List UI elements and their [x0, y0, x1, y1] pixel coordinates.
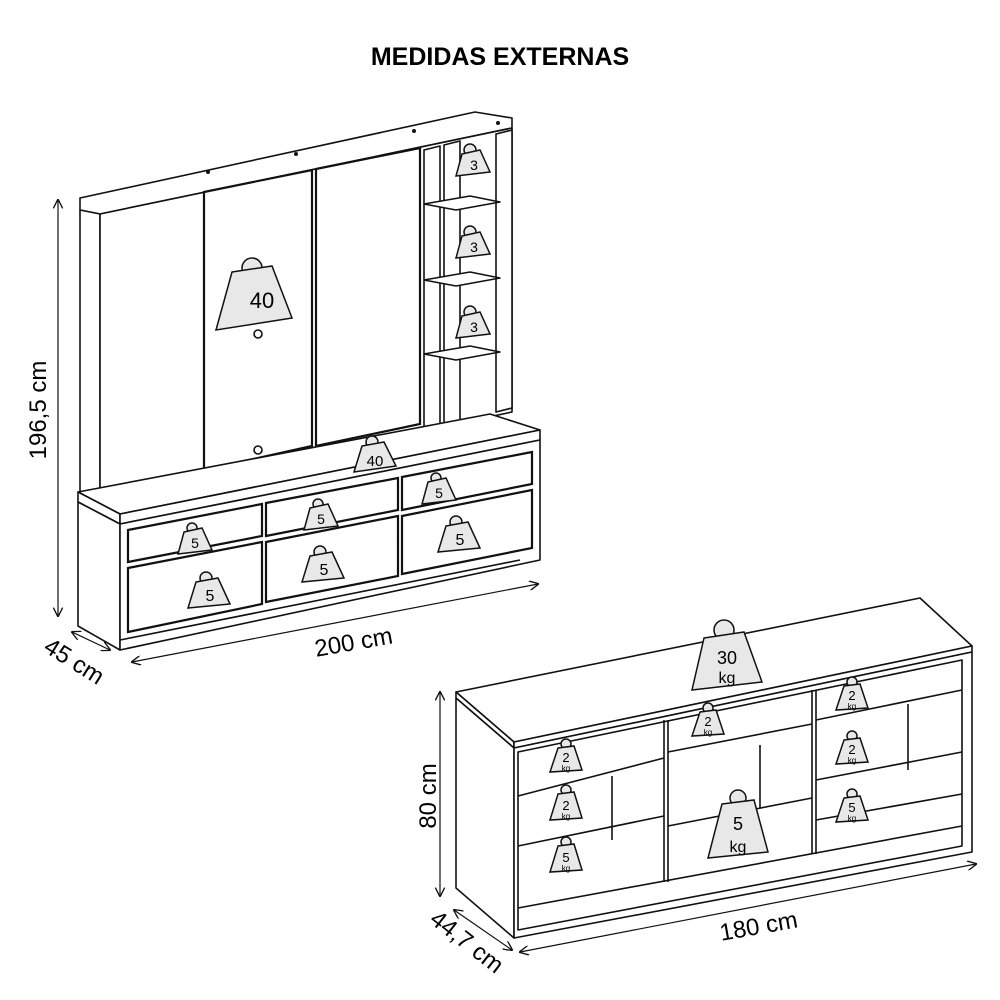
svg-text:5: 5 [191, 535, 199, 551]
rack-height-label: 80 cm [415, 763, 442, 828]
shelf-weight-icon: 3 [454, 305, 492, 339]
svg-text:40: 40 [250, 288, 274, 313]
drawer-weight-icon: 5 [302, 498, 340, 531]
svg-text:3: 3 [470, 319, 478, 335]
shelf-weight-icon: 3 [454, 143, 492, 177]
svg-text:kg: kg [562, 812, 570, 821]
svg-text:3: 3 [470, 157, 478, 173]
rack-shelf-weight-icon: 2 kg [834, 676, 870, 711]
rack-shelf-weight-icon: 2 kg [548, 784, 583, 821]
svg-text:5: 5 [733, 814, 743, 834]
svg-text:5: 5 [435, 485, 443, 501]
rack-depth-dimension-line [454, 910, 512, 950]
rack-width-dimension-line [520, 864, 976, 952]
svg-text:2: 2 [848, 742, 855, 757]
svg-text:5: 5 [848, 800, 855, 815]
rack-top-weight-icon: 30 kg [691, 619, 764, 691]
rack-compartment-weight-icon: 5 kg [707, 789, 769, 859]
drawer-weight-icon: 5 [176, 522, 214, 555]
shelf-weight-icon: 3 [454, 225, 492, 259]
panel-depth-label: 45 cm [39, 633, 109, 691]
svg-text:5: 5 [456, 532, 465, 549]
svg-text:kg: kg [704, 728, 712, 737]
rack-shelf-weight-icon: 2 kg [834, 730, 870, 765]
panel-wall-weight-icon: 40 [214, 257, 294, 331]
svg-text:kg: kg [848, 814, 856, 823]
drawer-weight-icon: 5 [436, 515, 482, 553]
panel-height-label: 196,5 cm [25, 361, 52, 460]
svg-text:40: 40 [367, 453, 384, 470]
svg-text:5: 5 [562, 850, 569, 865]
panel-top-weight-icon: 40 [352, 435, 398, 473]
svg-text:3: 3 [470, 239, 478, 255]
svg-text:2: 2 [562, 750, 569, 765]
page-title: MEDIDAS EXTERNAS [371, 43, 629, 71]
drawer-weight-icon: 5 [420, 472, 458, 505]
drawer-weight-icon: 5 [300, 545, 346, 583]
panel-width-label: 200 cm [313, 622, 395, 662]
panel-depth-dimension-line [72, 632, 110, 650]
rack-shelf-weight-icon: 5 kg [834, 788, 870, 823]
svg-text:30: 30 [717, 648, 737, 668]
rack-shelf-weight-icon: 2 kg [548, 738, 584, 773]
svg-text:kg: kg [848, 756, 856, 765]
svg-text:kg: kg [730, 839, 747, 856]
svg-text:5: 5 [206, 588, 215, 605]
svg-text:5: 5 [320, 562, 329, 579]
svg-text:2: 2 [848, 688, 855, 703]
svg-text:2: 2 [704, 714, 711, 729]
svg-text:5: 5 [317, 511, 325, 527]
svg-text:kg: kg [719, 670, 736, 687]
svg-text:2: 2 [562, 798, 569, 813]
rack-width-label: 180 cm [718, 906, 800, 946]
svg-text:kg: kg [562, 764, 570, 773]
svg-text:kg: kg [562, 864, 570, 873]
svg-text:kg: kg [848, 702, 856, 711]
panel-width-dimension-line [132, 584, 538, 662]
rack-shelf-weight-icon: 2 kg [690, 702, 726, 737]
